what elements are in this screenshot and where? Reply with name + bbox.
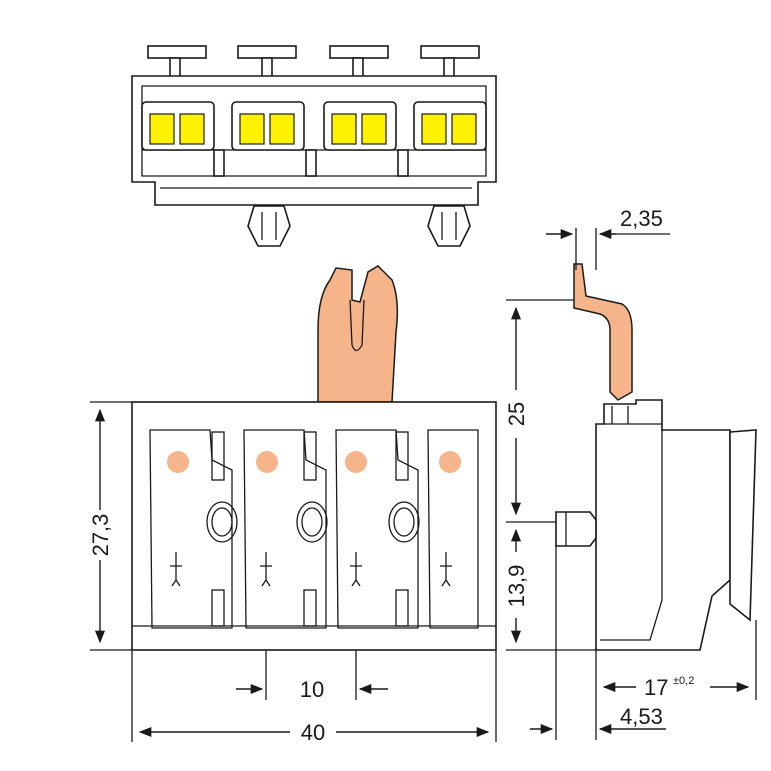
dimension-label-2-35: 2,35	[620, 206, 663, 231]
side-view-pin	[555, 511, 597, 547]
button-cap-4	[420, 45, 480, 59]
front-view-contacts	[149, 429, 479, 629]
dimension-label-4-53: 4,53	[620, 704, 663, 729]
contact-mark	[439, 451, 461, 473]
snap-in-pin-left	[247, 205, 291, 247]
dimension-label-17-tolerance: ±0,2	[673, 675, 694, 687]
dimension-label-17: 17	[644, 675, 668, 700]
contact-mark	[256, 451, 278, 473]
dimension-label-25: 25	[504, 402, 529, 426]
spring-contact	[179, 113, 205, 145]
contact-mark	[167, 451, 189, 473]
dimension-label-27-3: 27,3	[88, 514, 113, 557]
dimension-lines	[90, 228, 757, 742]
top-view	[131, 45, 497, 247]
dimension-label-40: 40	[301, 720, 325, 745]
button-cap-2	[237, 45, 297, 59]
spring-contact	[269, 113, 295, 145]
front-view-housing	[131, 401, 497, 651]
button-cap-1	[147, 45, 207, 59]
side-view-latch	[729, 429, 757, 622]
side-view-housing	[595, 399, 731, 651]
dimension-label-13-9: 13,9	[504, 565, 529, 608]
button-cap-3	[329, 45, 389, 59]
spring-contact	[361, 113, 387, 145]
dimension-label-10: 10	[300, 677, 324, 702]
spring-contact	[421, 113, 447, 145]
side-contact-lever	[573, 263, 633, 401]
contact-mark	[345, 451, 367, 473]
release-tool	[317, 265, 399, 403]
spring-contact	[331, 113, 357, 145]
snap-in-pin-right	[427, 205, 471, 247]
spring-contact	[239, 113, 265, 145]
spring-contact	[149, 113, 175, 145]
front-view	[131, 265, 497, 651]
side-view	[555, 263, 757, 651]
top-view-wire-entries	[141, 101, 487, 151]
spring-contact	[451, 113, 477, 145]
